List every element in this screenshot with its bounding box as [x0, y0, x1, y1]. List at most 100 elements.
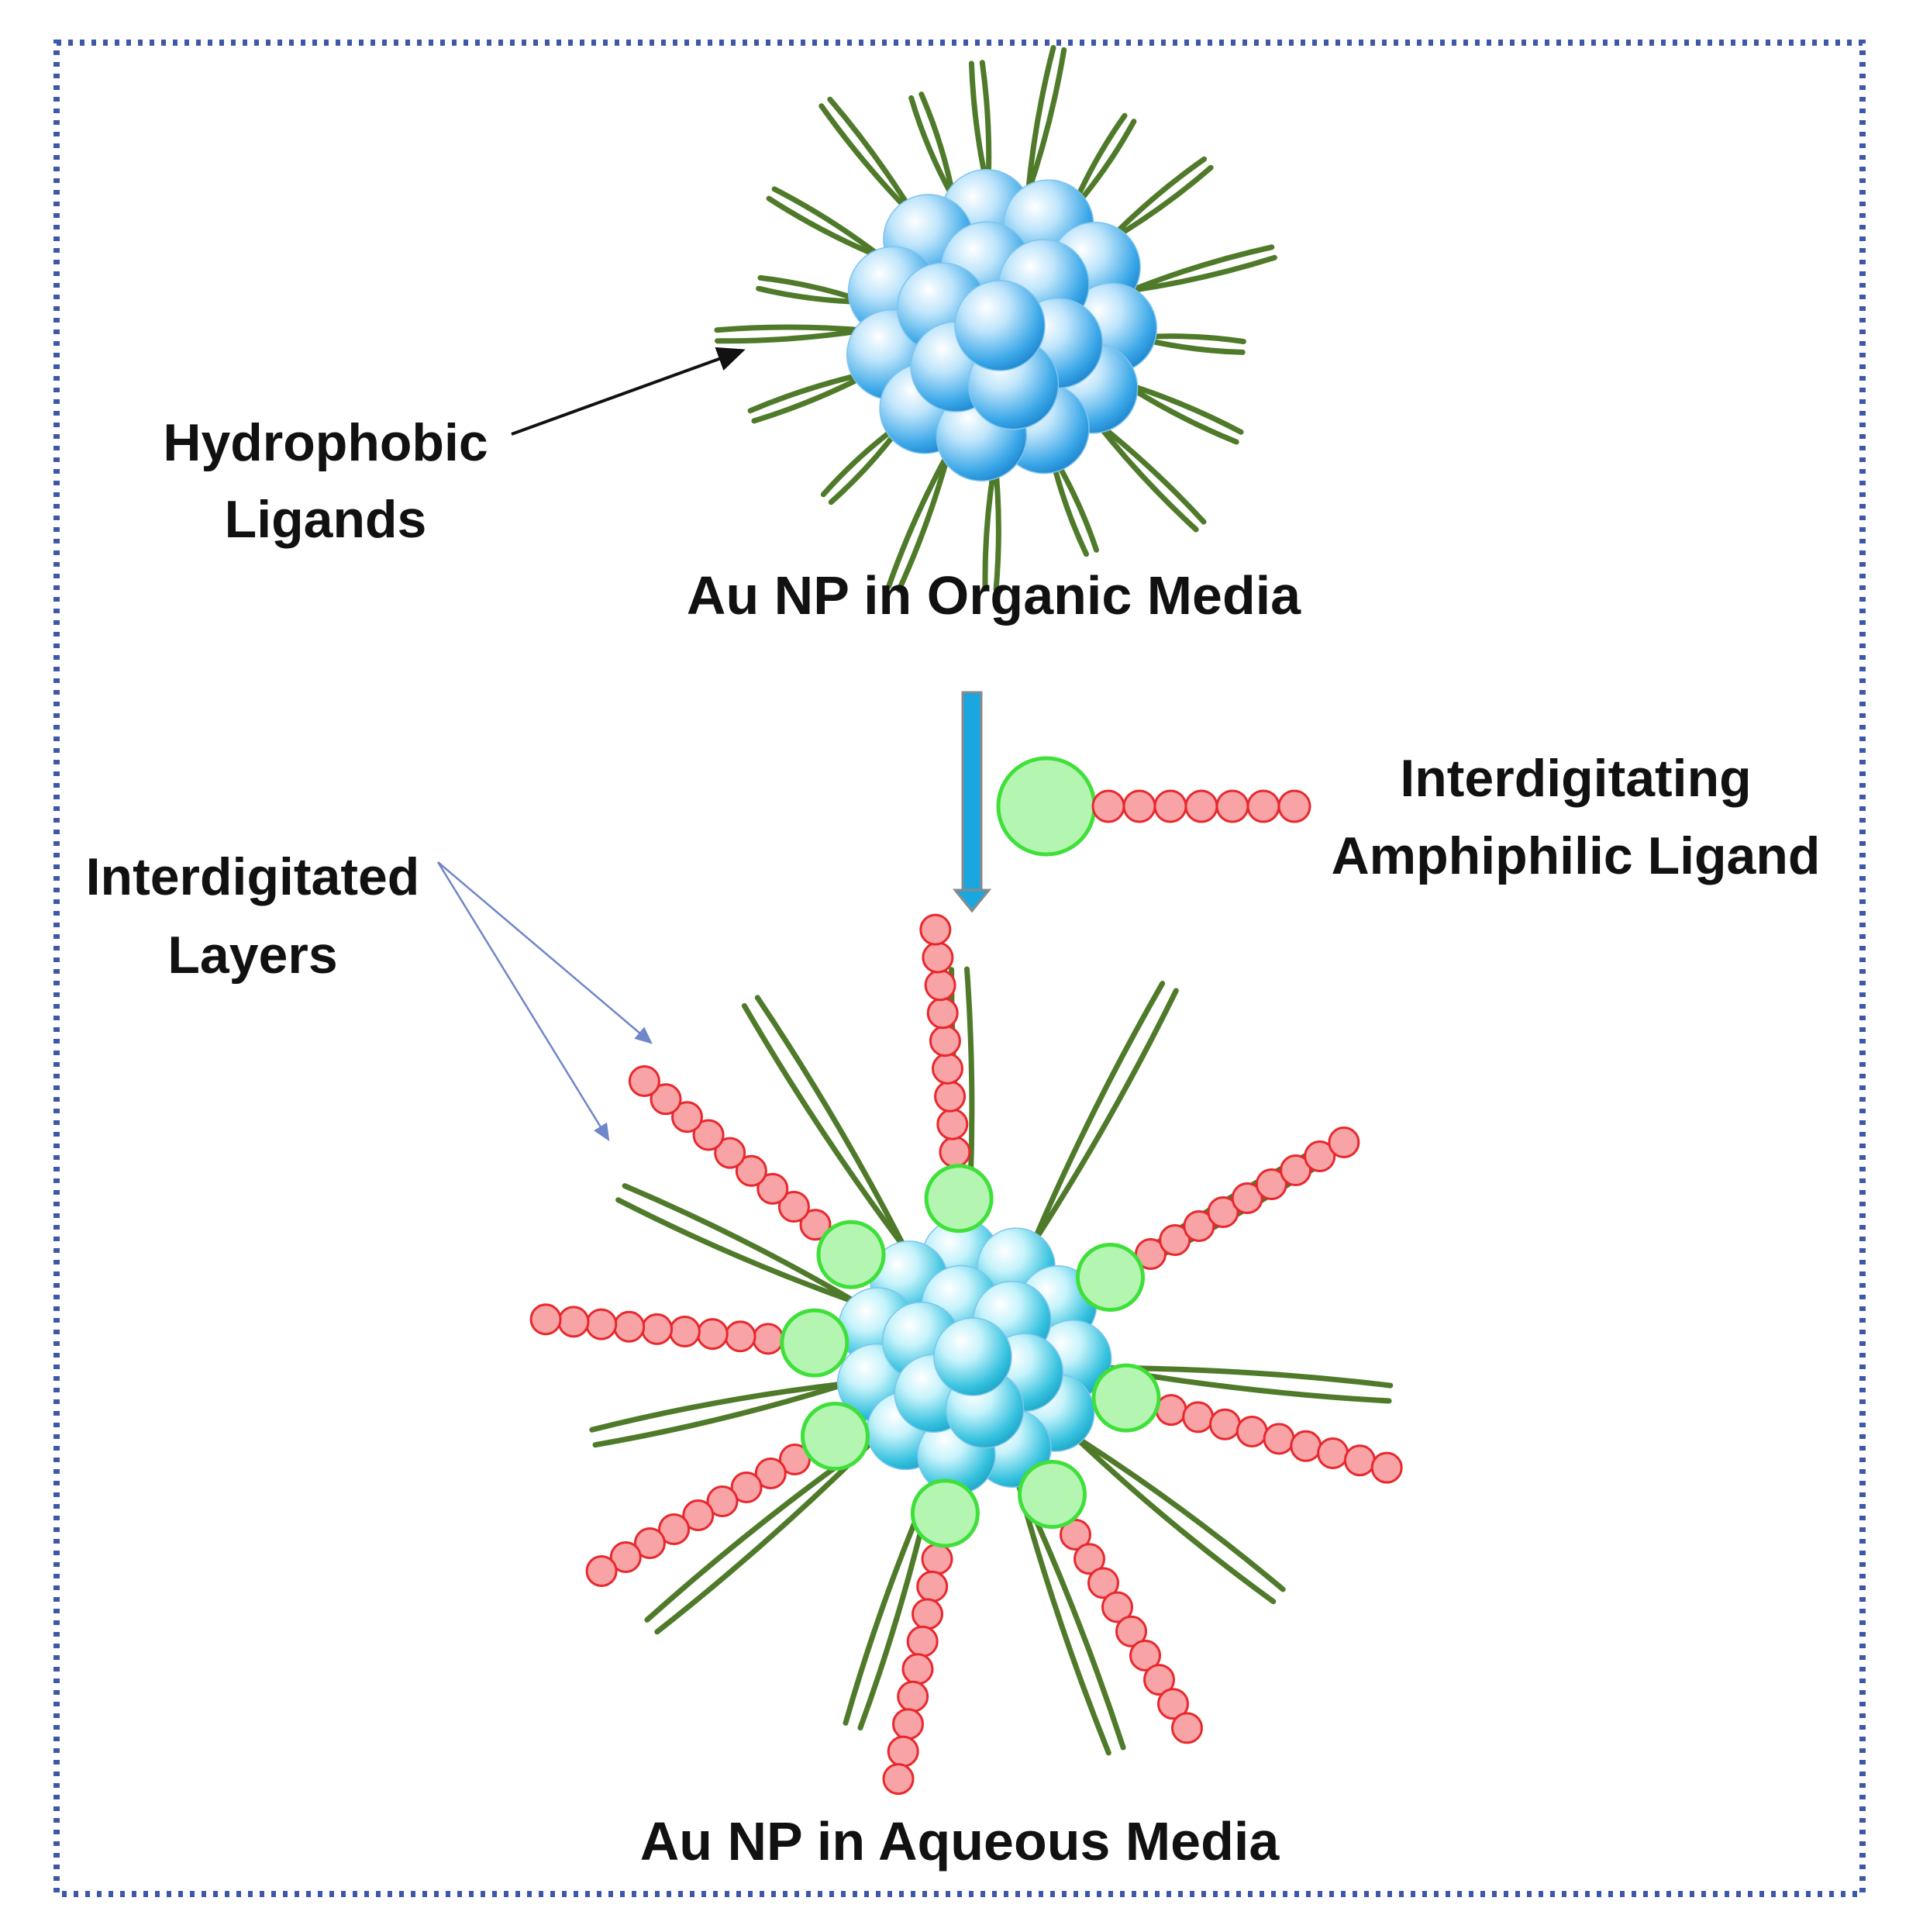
interdigitated-layers-label-line2: Layers — [167, 926, 338, 985]
chain-bead — [1074, 1543, 1105, 1575]
hydrophobic-pointer-arrow — [511, 347, 746, 436]
chain-bead — [1184, 789, 1218, 823]
interdigitated-layers-label-line1: Interdigitated — [85, 847, 420, 906]
chain-bead — [1155, 1394, 1187, 1427]
chain-bead — [706, 1485, 739, 1517]
ligand-strand — [592, 1380, 851, 1448]
chain-bead — [668, 1316, 701, 1347]
interdigitated-pointer-arrow-lower — [436, 861, 610, 1142]
chain-bead — [1209, 1408, 1241, 1440]
chain-bead — [557, 1306, 590, 1338]
chain-bead — [1135, 1238, 1167, 1270]
chain-bead — [658, 1513, 691, 1545]
chain-bead — [926, 997, 959, 1030]
ligand-strand — [754, 995, 908, 1251]
chain-bead — [1246, 789, 1280, 823]
ligand-strand — [1070, 1433, 1286, 1592]
chain-bead — [901, 1653, 934, 1685]
chain-bead — [633, 1527, 666, 1559]
chain-bead — [754, 1458, 787, 1489]
chain-bead — [779, 1444, 811, 1475]
ligand-strand — [886, 448, 952, 589]
chain-bead — [641, 1313, 674, 1345]
chain-bead — [916, 1570, 949, 1603]
chain-bead — [1091, 789, 1125, 823]
ligand-strand — [908, 95, 956, 202]
amphiphilic-headgroup — [996, 756, 1097, 857]
process-arrow — [952, 691, 992, 913]
chain-bead — [730, 1471, 763, 1503]
ligand-strand — [1093, 419, 1199, 533]
au-nanoparticle-core-aqueous — [836, 1218, 1112, 1495]
chain-bead — [714, 1137, 746, 1169]
aqueous-media-caption: Au NP in Aqueous Media — [639, 1811, 1280, 1872]
au-nanoparticle-core-organic — [846, 168, 1158, 482]
chain-bead — [1207, 1196, 1239, 1228]
chain-bead — [936, 1108, 969, 1140]
ligand-strand — [1030, 988, 1179, 1247]
chain-bead — [671, 1101, 703, 1133]
gold-atom-sphere — [954, 280, 1046, 371]
ligand-strand — [1025, 45, 1056, 196]
chain-bead — [1263, 1423, 1295, 1455]
ligand-strand — [1104, 156, 1208, 245]
chain-bead — [1157, 1688, 1189, 1720]
chain-bead — [1215, 789, 1249, 823]
chain-bead — [613, 1310, 646, 1343]
chain-bead — [1060, 1519, 1091, 1551]
chain-bead — [1183, 1210, 1215, 1242]
ligand-strand — [1030, 981, 1166, 1247]
chain-bead — [1231, 1182, 1263, 1214]
amphiphilic-headgroup — [924, 1164, 994, 1233]
chain-bead — [932, 1052, 963, 1085]
chain-bead — [735, 1154, 767, 1187]
chain-bead — [906, 1625, 939, 1658]
chain-bead — [924, 969, 956, 1002]
chain-bead — [939, 1136, 971, 1168]
ligand-strand — [589, 1380, 851, 1433]
chain-bead — [882, 1763, 915, 1796]
gold-atom-sphere — [933, 1317, 1012, 1396]
chain-bead — [1101, 1591, 1133, 1623]
chain-bead — [1328, 1126, 1360, 1158]
chain-bead — [692, 1119, 725, 1151]
ligand-strand — [827, 96, 919, 222]
chain-bead — [799, 1209, 832, 1241]
amphiphilic-headgroup — [801, 1402, 870, 1471]
chain-bead — [1317, 1437, 1349, 1469]
chain-bead — [1153, 789, 1187, 823]
amphiphilic-headgroup — [780, 1308, 849, 1378]
chain-bead — [609, 1541, 642, 1573]
chain-bead — [1122, 789, 1156, 823]
chain-bead — [1171, 1712, 1203, 1744]
chain-bead — [1115, 1615, 1147, 1647]
ligand-strand — [1025, 47, 1067, 196]
chain-bead — [1255, 1168, 1287, 1200]
chain-bead — [650, 1083, 682, 1116]
chain-bead — [682, 1499, 715, 1531]
chain-bead — [529, 1303, 562, 1336]
chain-bead — [887, 1735, 919, 1768]
chain-bead — [934, 1080, 967, 1113]
chain-bead — [922, 941, 954, 974]
ligand-strand — [771, 186, 885, 260]
chain-bead — [1235, 1416, 1268, 1447]
chain-bead — [752, 1323, 784, 1355]
ligand-strand — [1070, 1433, 1277, 1605]
chain-bead — [585, 1308, 618, 1340]
amphiphilic-headgroup — [1018, 1460, 1087, 1529]
chain-bead — [585, 1555, 618, 1587]
amphiphilic-headgroup — [816, 1220, 886, 1289]
ligand-strand — [715, 327, 867, 344]
chain-bead — [1304, 1140, 1336, 1172]
amphiphilic-ligand-chains — [529, 913, 1403, 1796]
dotted-frame — [53, 40, 1866, 1897]
ligand-strand — [896, 448, 952, 593]
amphiphilic-headgroup — [1091, 1363, 1161, 1433]
chain-bead — [1343, 1444, 1376, 1477]
chain-bead — [1129, 1639, 1161, 1672]
chain-bead — [897, 1680, 929, 1713]
chain-bead — [777, 1191, 810, 1223]
amphiphilic-headgroup — [910, 1478, 980, 1548]
